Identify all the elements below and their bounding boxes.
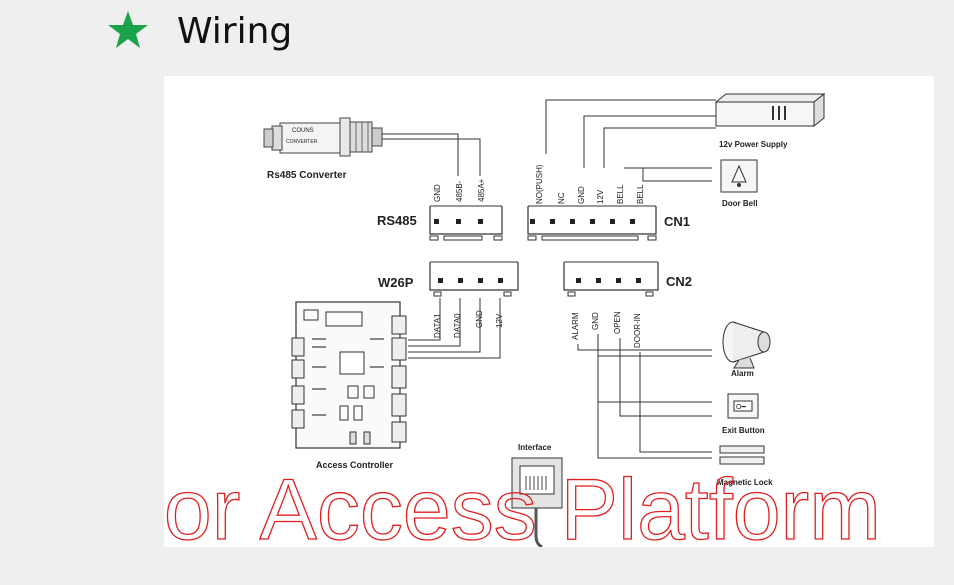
star-icon xyxy=(108,11,148,48)
cn1-pin-12v: 12V xyxy=(596,189,605,204)
rs485-converter-label: Rs485 Converter xyxy=(267,170,347,181)
w26p-wires xyxy=(408,298,501,359)
cn1-pin-bell-1: BELL xyxy=(616,184,625,204)
converter-brand: COUNS xyxy=(292,128,314,134)
converter-chip-text: CONVERTER xyxy=(286,139,318,145)
cn1-connector: NO(PUSH) NC GND 12V BELL BELL CN1 xyxy=(527,164,690,241)
rs485-pin-485a: 485A+ xyxy=(477,178,486,202)
svg-text:O━: O━ xyxy=(736,404,746,411)
exit-button-label: Exit Button xyxy=(722,426,765,435)
cn1-pin-bell-2: BELL xyxy=(636,184,645,204)
door-bell-label: Door Bell xyxy=(722,199,758,208)
watermark-text: Door Access Platform xyxy=(164,462,881,547)
cn2-pin-alarm: ALARM xyxy=(571,312,580,340)
cn2-pin-door-in: DOOR-IN xyxy=(633,313,642,348)
rs485-connector: GND 485B- 485A+ RS485 xyxy=(377,178,503,241)
cn2-pin-open: OPEN xyxy=(613,311,622,334)
wiring-diagram-svg: COUNS CONVERTER Rs485 Converter GND 485B… xyxy=(164,92,881,547)
cn1-pin-no-push: NO(PUSH) xyxy=(535,164,544,204)
section-header: Wiring xyxy=(0,0,954,76)
w26p-pin-data1: DATA1 xyxy=(433,313,442,338)
section-title: Wiring xyxy=(177,11,293,52)
rs485-label: RS485 xyxy=(377,213,417,228)
cn2-label: CN2 xyxy=(666,274,692,289)
interface-label: Interface xyxy=(518,443,552,452)
cn2-connector: CN2 ALARM GND OPEN DOOR-IN xyxy=(563,261,692,348)
rs485-converter: COUNS CONVERTER Rs485 Converter xyxy=(263,117,383,181)
cn2-wires xyxy=(577,334,712,459)
converter-wires xyxy=(382,133,481,176)
door-bell: Door Bell xyxy=(720,159,758,208)
alarm-device: Alarm xyxy=(722,321,771,378)
power-supply-label: 12v Power Supply xyxy=(719,140,788,149)
magnetic-lock-device: Magnetic Lock xyxy=(717,445,773,487)
cn2-pin-gnd: GND xyxy=(591,312,600,330)
w26p-pin-data0: DATA0 xyxy=(453,313,462,338)
cn1-wires xyxy=(545,99,716,182)
wiring-diagram: COUNS CONVERTER Rs485 Converter GND 485B… xyxy=(164,76,934,547)
access-controller-label: Access Controller xyxy=(316,460,394,470)
alarm-label: Alarm xyxy=(731,369,754,378)
w26p-label: W26P xyxy=(378,275,414,290)
rj45-interface: Interface xyxy=(511,443,563,547)
power-supply: 12v Power Supply xyxy=(714,92,826,149)
exit-button-device: O━ Exit Button xyxy=(722,393,765,435)
rs485-pin-485b: 485B- xyxy=(455,180,464,202)
cn1-pin-nc: NC xyxy=(557,192,566,204)
cn1-label: CN1 xyxy=(664,214,690,229)
magnetic-lock-label: Magnetic Lock xyxy=(717,478,773,487)
access-controller-board: Access Controller xyxy=(291,301,407,470)
rs485-pin-gnd: GND xyxy=(433,184,442,202)
cn1-pin-gnd: GND xyxy=(577,186,586,204)
